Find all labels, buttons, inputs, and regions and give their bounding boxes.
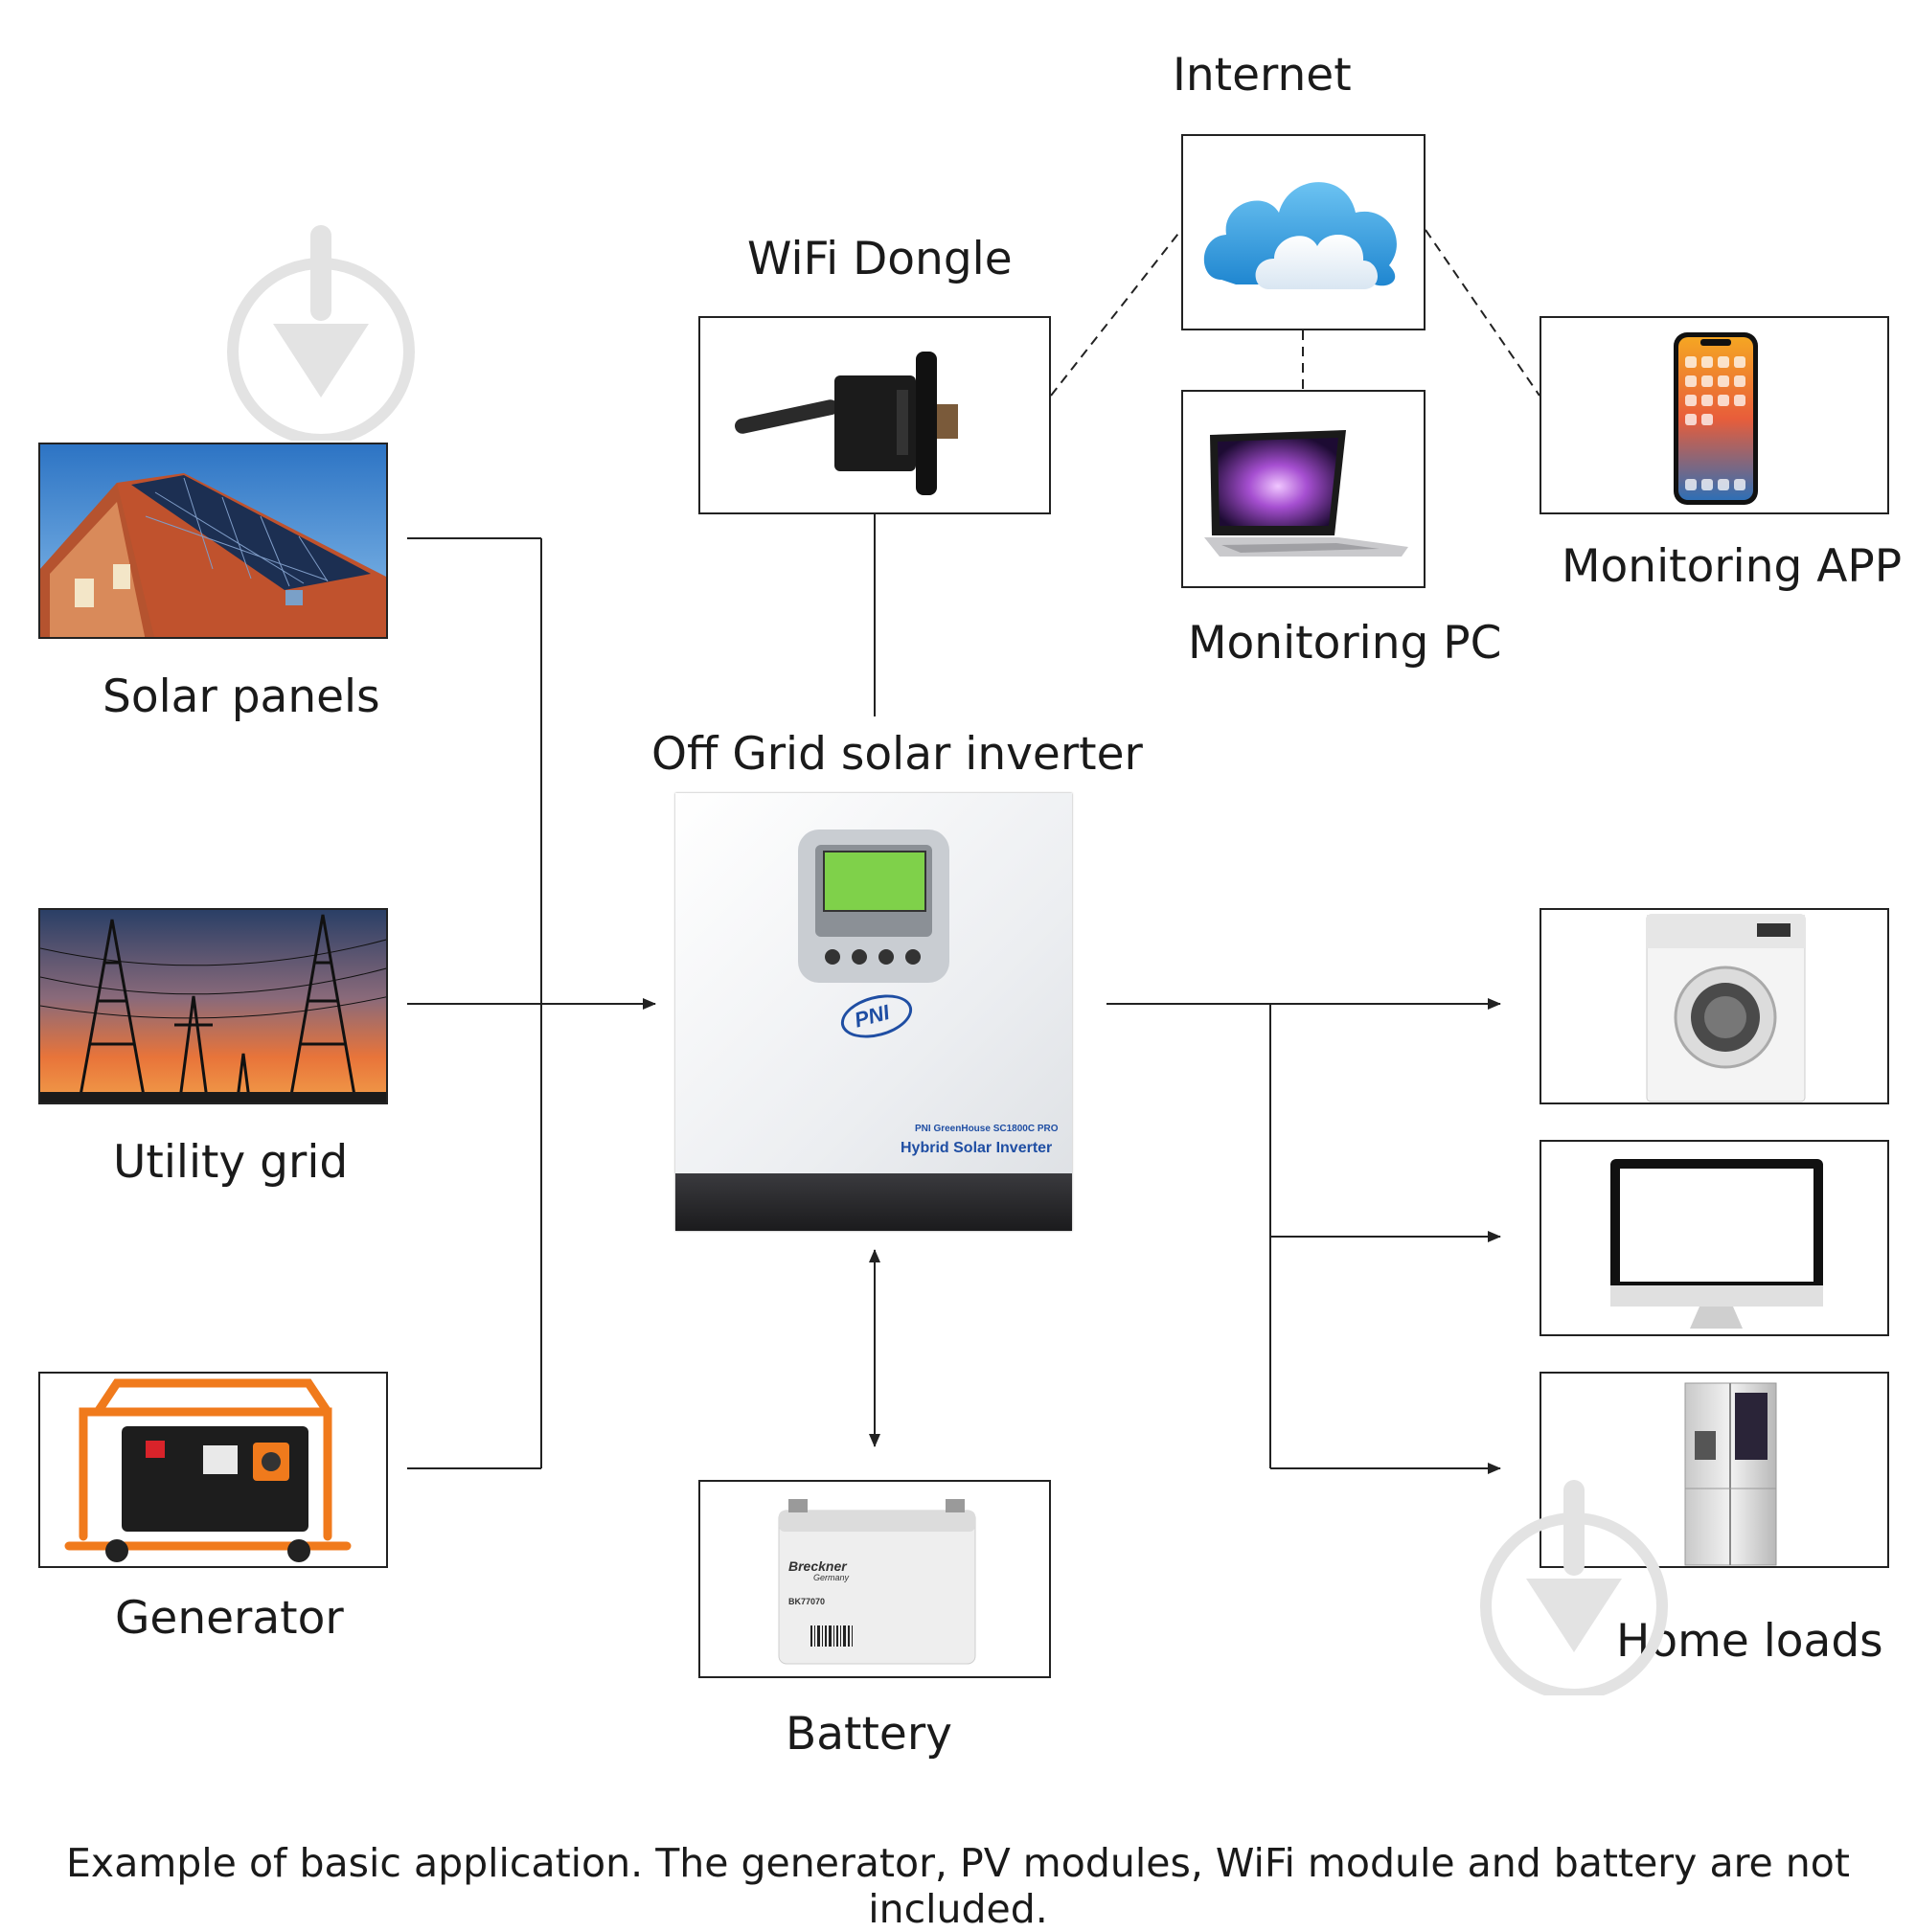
wifi-dongle-box [698,316,1051,514]
watermark-icon-top [227,225,415,441]
internet-label: Internet [1173,49,1352,102]
utility-grid-label: Utility grid [113,1136,349,1189]
caption: Example of basic application. The genera… [66,1840,1850,1932]
inverter-label: Off Grid solar inverter [651,728,1143,781]
monitoring-app-box [1540,316,1889,514]
internet-box [1181,134,1426,330]
wifi-dongle-label: WiFi Dongle [747,233,1013,285]
monitoring-pc-label: Monitoring PC [1188,617,1502,670]
inverter-base [675,1173,1072,1231]
battery-image [778,1499,976,1665]
inverter-buttons [823,947,924,966]
solar-panels-label: Solar panels [103,671,380,723]
monitoring-pc-box [1181,390,1426,588]
battery-brand-sub: Germany [813,1573,850,1582]
monitor-image [1610,1159,1823,1329]
solar-panels-box [38,443,388,639]
inverter-unit: PNI PNI GreenHouse SC1800C PRO Hybrid So… [675,793,1072,1231]
inverter-type: Hybrid Solar Inverter [901,1140,1053,1156]
watermark-icon-bottom [1480,1480,1668,1695]
dashed-cloud-app [1425,229,1540,397]
pni-logo: PNI [835,987,918,1046]
generator-label: Generator [115,1592,344,1645]
phone-icon [1674,332,1758,505]
generator-image [40,1374,386,1566]
utility-grid-box [38,908,388,1104]
monitoring-app-label: Monitoring APP [1562,540,1903,593]
battery-box: Breckner Germany BK77070 [698,1480,1051,1678]
fridge-image [1684,1382,1777,1566]
inverter-model: PNI GreenHouse SC1800C PRO [915,1124,1059,1134]
battery-label: Battery [786,1708,952,1761]
cloud-icon [1203,182,1397,289]
lcd-screen [823,851,926,912]
dashed-dongle-cloud [1050,229,1182,397]
battery-model: BK77070 [788,1597,826,1606]
generator-box [38,1372,388,1568]
fridge-box [1540,1372,1889,1568]
laptop-icon [1204,430,1408,557]
washing-machine-box [1540,908,1889,1104]
inverter-display-panel [798,830,949,983]
monitor-box [1540,1140,1889,1336]
washing-machine-image [1646,914,1806,1102]
wifi-dongle-icon [735,352,958,495]
battery-brand: Breckner [788,1558,847,1574]
power-lines-image [40,910,386,1102]
solar-house-image [40,444,386,637]
